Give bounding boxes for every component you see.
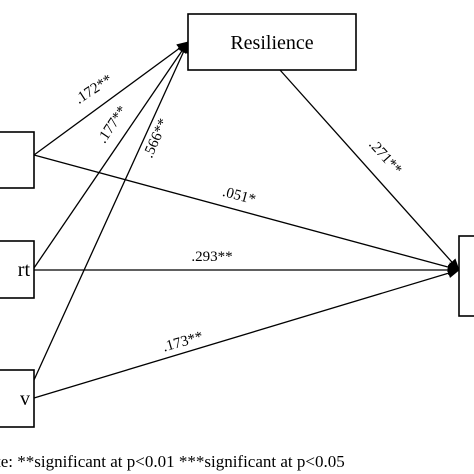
predictor-3-box	[0, 369, 35, 428]
path-predictor-2-to-resilience	[33, 41, 189, 269]
coef-predictor-3-to-outcome: .173**	[161, 329, 205, 356]
coef-predictor-3-to-resilience: .566**	[141, 116, 172, 160]
resilience-box	[187, 13, 357, 71]
predictor-2-box	[0, 240, 35, 299]
path-predictor-1-to-outcome	[33, 154, 460, 272]
predictor-1-box	[0, 131, 35, 189]
path-predictor-3-to-outcome	[33, 268, 460, 399]
predictor-2-label: rt	[18, 259, 31, 281]
path-predictor-1-to-resilience	[33, 41, 189, 156]
outcome-box	[458, 235, 474, 317]
resilience-label: Resilience	[230, 32, 313, 54]
predictor-3-label: v	[20, 388, 30, 410]
path-resilience-to-outcome	[279, 69, 460, 271]
coef-predictor-1-to-outcome: .051*	[221, 184, 258, 208]
coef-predictor-2-to-resilience: .177**	[95, 103, 131, 146]
coef-predictor-2-to-outcome: .293**	[191, 249, 232, 265]
coef-predictor-1-to-resilience: .172**	[72, 72, 115, 108]
path-predictor-3-to-resilience	[33, 41, 189, 381]
significance-note: te: **significant at p<0.01 ***significa…	[0, 452, 345, 471]
